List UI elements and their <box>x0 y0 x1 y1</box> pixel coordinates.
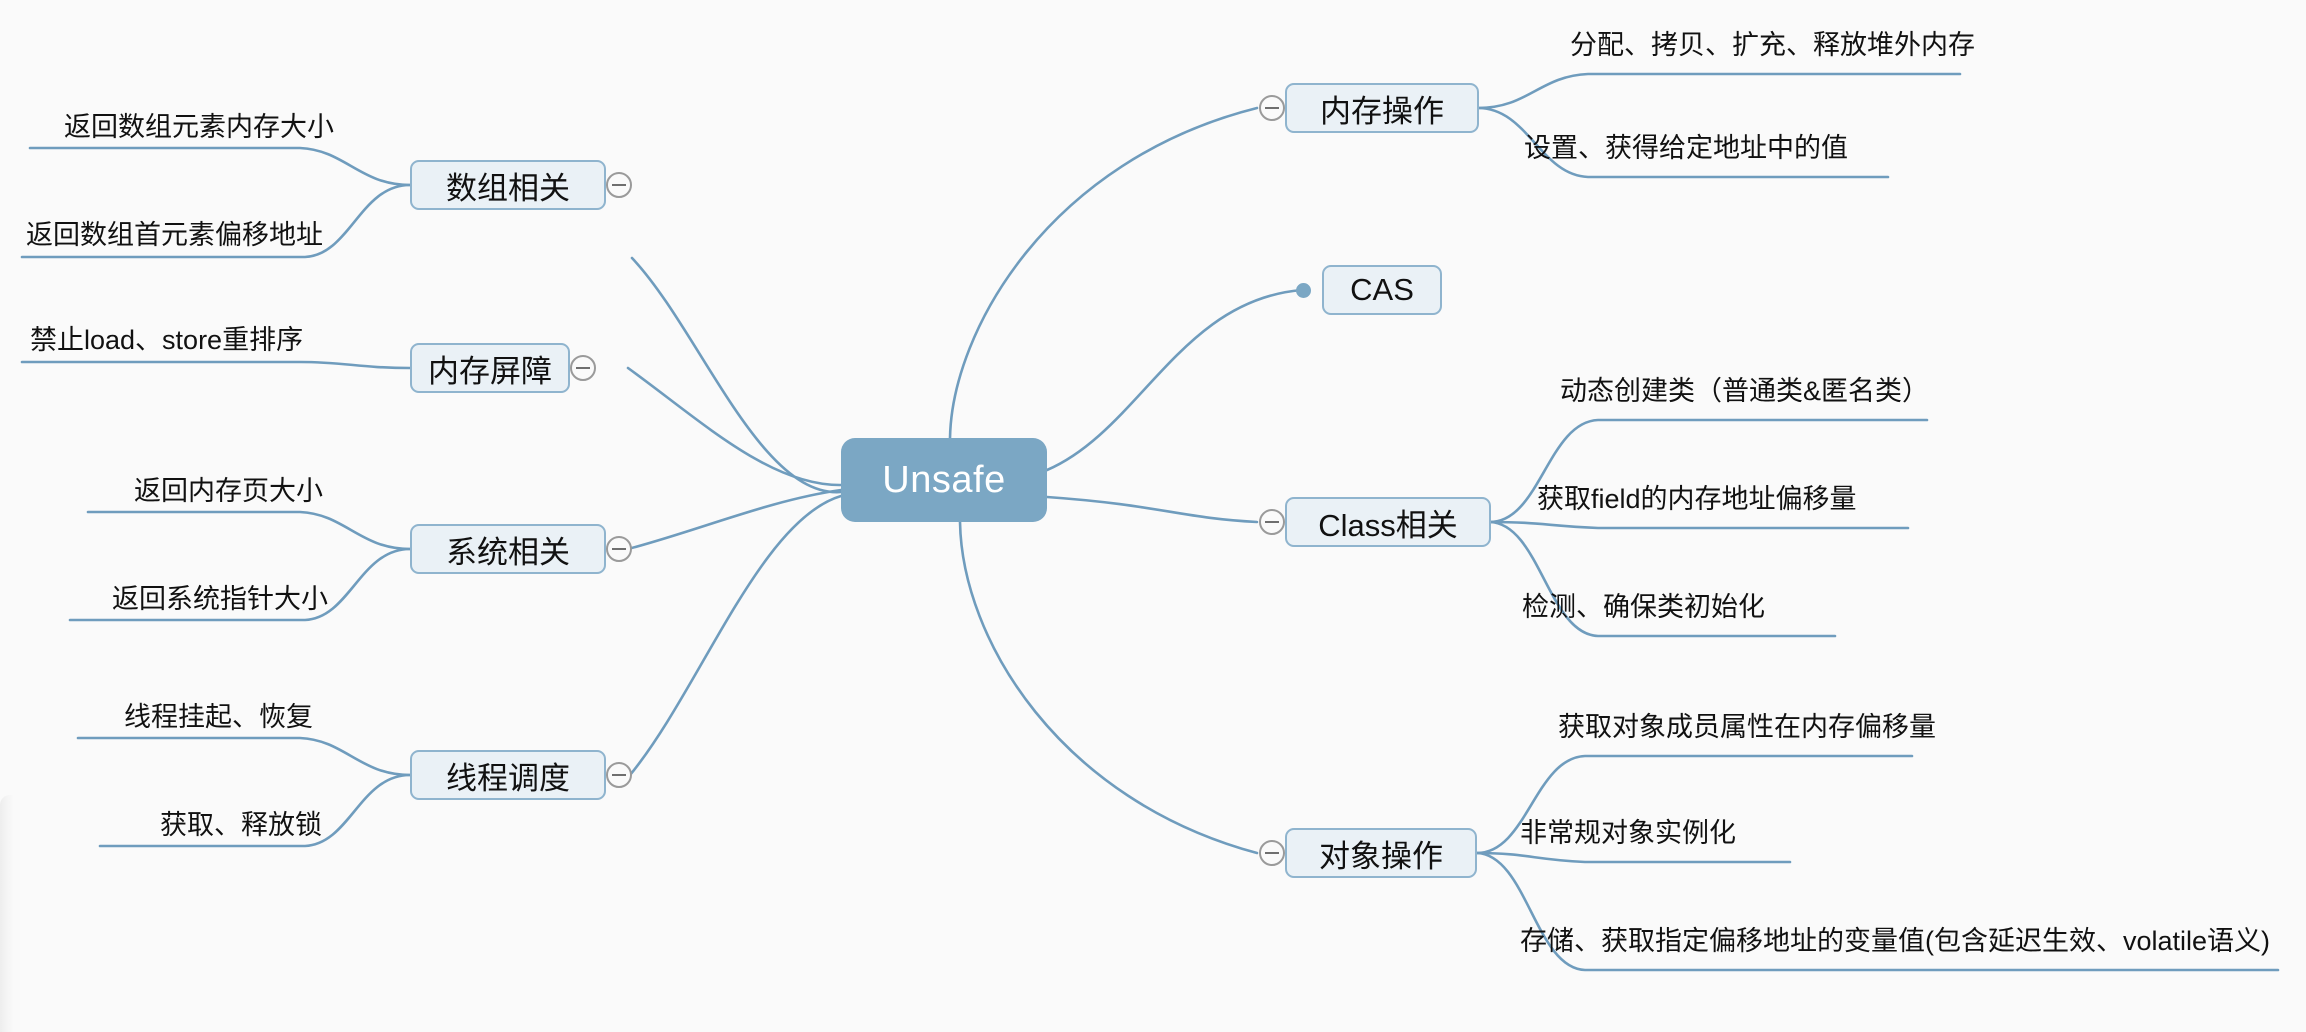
link-array-c1 <box>28 146 412 187</box>
branch-node-array-label: 数组相关 <box>446 170 570 206</box>
link-membarrier-c1 <box>20 360 412 370</box>
collapse-minus-icon-thread-schedule[interactable] <box>606 762 632 788</box>
branch-node-system-label: 系统相关 <box>446 534 570 570</box>
branch-node-memory-ops-label: 内存操作 <box>1320 93 1444 129</box>
leaf-node-field-offset-label: 获取field的内存地址偏移量 <box>1537 483 1857 514</box>
leaf-node-prohibit-reorder[interactable]: 禁止load、store重排序 <box>30 317 330 357</box>
leaf-node-irregular-instantiation[interactable]: 非常规对象实例化 <box>1520 810 1820 850</box>
leaf-node-offset-variable-access-label: 存储、获取指定偏移地址的变量值(包含延迟生效、volatile语义) <box>1520 925 2271 956</box>
link-root-to-thread <box>628 494 843 777</box>
branch-node-memory-ops[interactable]: 内存操作 <box>1285 83 1479 133</box>
leaf-node-object-field-offset-label: 获取对象成员属性在内存偏移量 <box>1558 711 1936 742</box>
root-node-unsafe[interactable]: Unsafe <box>841 438 1047 522</box>
link-root-to-system <box>626 488 843 551</box>
collapse-minus-icon-array[interactable] <box>606 172 632 198</box>
link-system-c2 <box>68 547 412 622</box>
link-root-to-memory <box>948 106 1259 440</box>
leaf-node-prohibit-reorder-label: 禁止load、store重排序 <box>30 324 304 355</box>
link-root-to-array <box>630 256 843 494</box>
link-array-c2 <box>20 183 412 259</box>
leaf-node-field-offset[interactable]: 获取field的内存地址偏移量 <box>1537 476 1937 516</box>
leaf-node-pointer-size[interactable]: 返回系统指针大小 <box>112 576 352 616</box>
link-root-to-membarrier <box>626 366 843 487</box>
collapse-minus-icon-memory-barrier[interactable] <box>570 355 596 381</box>
leaf-node-page-size-label: 返回内存页大小 <box>134 475 323 506</box>
branch-node-cas-label: CAS <box>1350 272 1414 307</box>
link-memory-c1 <box>1476 72 1962 110</box>
collapse-minus-icon-object-ops[interactable] <box>1259 840 1285 866</box>
collapse-minus-icon-system[interactable] <box>606 536 632 562</box>
branch-node-class[interactable]: Class相关 <box>1285 497 1491 547</box>
leaf-node-offheap-alloc[interactable]: 分配、拷贝、扩充、释放堆外内存 <box>1570 22 1990 62</box>
leaf-node-address-value-label: 设置、获得给定地址中的值 <box>1524 132 1848 163</box>
link-root-to-object <box>958 520 1259 855</box>
link-thread-c2 <box>98 773 412 848</box>
leaf-node-array-first-offset[interactable]: 返回数组首元素偏移地址 <box>26 212 326 252</box>
leaf-node-thread-suspend-resume[interactable]: 线程挂起、恢复 <box>124 694 384 734</box>
link-memory-c2 <box>1476 106 1890 179</box>
leaf-node-thread-suspend-resume-label: 线程挂起、恢复 <box>124 701 313 732</box>
leaf-node-irregular-instantiation-label: 非常规对象实例化 <box>1520 817 1736 848</box>
leaf-node-pointer-size-label: 返回系统指针大小 <box>112 583 328 614</box>
leaf-node-array-element-size-label: 返回数组元素内存大小 <box>64 111 334 142</box>
branch-node-system[interactable]: 系统相关 <box>410 524 606 574</box>
branch-node-memory-barrier-label: 内存屏障 <box>428 353 552 389</box>
link-class-c3 <box>1488 520 1837 638</box>
leaf-node-page-size[interactable]: 返回内存页大小 <box>134 468 374 508</box>
link-thread-c1 <box>76 736 412 777</box>
root-node-label: Unsafe <box>882 458 1006 501</box>
branch-node-cas[interactable]: CAS <box>1322 265 1442 315</box>
leaf-node-lock-acquire-release[interactable]: 获取、释放锁 <box>160 802 380 842</box>
link-system-c1 <box>86 510 412 551</box>
leaf-node-lock-acquire-release-label: 获取、释放锁 <box>160 809 322 840</box>
branch-node-object-ops-label: 对象操作 <box>1319 838 1443 874</box>
branch-node-array[interactable]: 数组相关 <box>410 160 606 210</box>
collapse-minus-icon-class[interactable] <box>1259 509 1285 535</box>
branch-node-thread-schedule[interactable]: 线程调度 <box>410 750 606 800</box>
leaf-node-offset-variable-access[interactable]: 存储、获取指定偏移地址的变量值(包含延迟生效、volatile语义) <box>1520 918 2290 958</box>
link-root-to-class <box>1045 495 1259 524</box>
leaf-node-array-element-size[interactable]: 返回数组元素内存大小 <box>64 104 344 144</box>
leaf-node-dynamic-class-create[interactable]: 动态创建类（普通类&匿名类） <box>1560 368 1960 408</box>
branch-node-object-ops[interactable]: 对象操作 <box>1285 828 1477 878</box>
leaf-node-offheap-alloc-label: 分配、拷贝、扩充、释放堆外内存 <box>1570 29 1975 60</box>
branch-node-class-label: Class相关 <box>1318 507 1458 543</box>
leaf-dot-icon-cas[interactable] <box>1296 283 1311 298</box>
link-root-to-cas <box>1045 288 1304 472</box>
leaf-node-class-init-check[interactable]: 检测、确保类初始化 <box>1522 584 1852 624</box>
branch-node-thread-schedule-label: 线程调度 <box>446 760 570 796</box>
leaf-node-dynamic-class-create-label: 动态创建类（普通类&匿名类） <box>1560 375 1930 406</box>
leaf-node-array-first-offset-label: 返回数组首元素偏移地址 <box>26 219 323 250</box>
branch-node-memory-barrier[interactable]: 内存屏障 <box>410 343 570 393</box>
leaf-node-object-field-offset[interactable]: 获取对象成员属性在内存偏移量 <box>1558 704 1978 744</box>
link-object-c1 <box>1475 754 1914 855</box>
link-object-c2 <box>1475 851 1792 864</box>
collapse-minus-icon-memory-ops[interactable] <box>1259 95 1285 121</box>
leaf-node-address-value[interactable]: 设置、获得给定地址中的值 <box>1524 125 1904 165</box>
link-class-c1 <box>1488 418 1929 524</box>
link-class-c2 <box>1488 520 1910 530</box>
leaf-node-class-init-check-label: 检测、确保类初始化 <box>1522 591 1765 622</box>
link-object-c3 <box>1475 851 2280 972</box>
